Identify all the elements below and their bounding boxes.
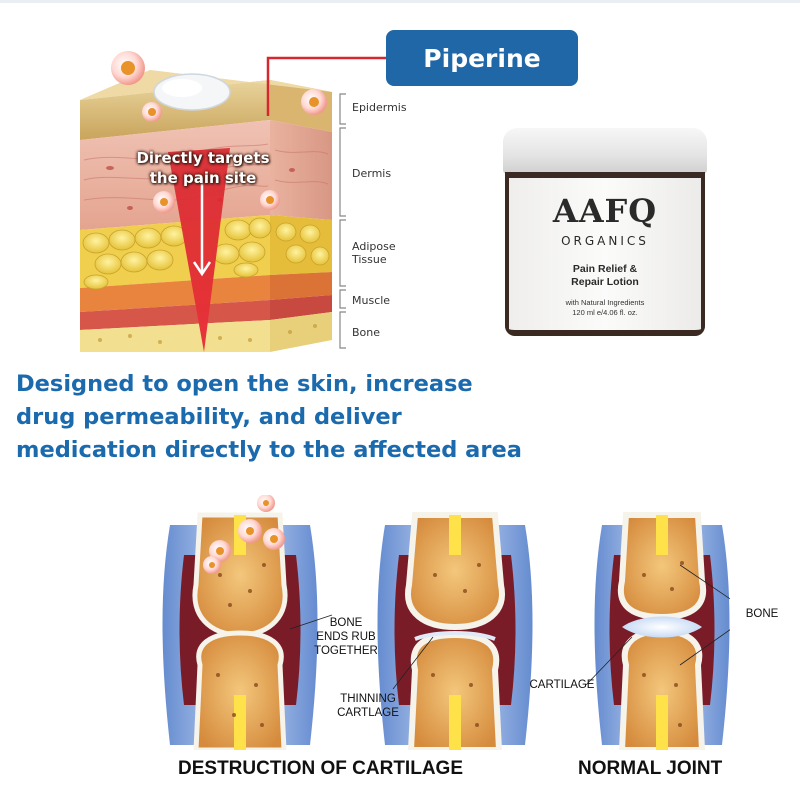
headline-line1: Designed to open the skin, increase: [16, 371, 473, 397]
label-bone-ends-line1: BONE: [329, 617, 363, 629]
joint-illustrations: [162, 495, 730, 750]
layer-label-epidermis: Epidermis: [352, 101, 407, 114]
product-brand: AAFQ: [552, 192, 658, 230]
label-cartilage: CARTILAGE: [529, 679, 595, 691]
jar-body: [505, 178, 705, 336]
skin-cross-section-illustration: [80, 51, 388, 352]
product-name-line1: Pain Relief &: [572, 263, 638, 275]
joint-damaged: [162, 495, 333, 750]
piperine-badge: Piperine: [386, 30, 578, 86]
headline: Designed to open the skin, increase drug…: [16, 368, 576, 467]
label-thinning-line1: THINNING: [340, 693, 396, 705]
joint-thinning: [377, 512, 533, 750]
headline-line2: drug permeability, and deliver: [16, 404, 402, 430]
label-thinning-line2: CARTLAGE: [337, 707, 399, 719]
product-name-line2: Repair Lotion: [571, 276, 639, 288]
caption-destruction-of-cartilage: DESTRUCTION OF CARTILAGE: [178, 758, 463, 779]
headline-line3: medication directly to the affected area: [16, 437, 522, 463]
layer-label-muscle: Muscle: [352, 294, 391, 307]
label-bone-ends-rub: BONE ENDS RUB TOGETHER: [306, 616, 386, 658]
target-callout-line1: Directly targets: [136, 149, 270, 167]
top-divider: [0, 0, 800, 3]
label-bone-ends-line2: ENDS RUB: [316, 631, 376, 643]
layer-label-dermis: Dermis: [352, 167, 392, 180]
layer-label-adipose: Adipose Tissue: [352, 240, 396, 266]
layer-brackets: [339, 93, 346, 349]
jar-rim: [505, 172, 705, 180]
target-callout: Directly targets the pain site: [118, 148, 288, 188]
product-jar: AAFQ ORGANICS Pain Relief & Repair Lotio…: [503, 128, 707, 338]
label-bone: BONE: [745, 608, 779, 620]
product-detail-line2: 120 ml e/4.06 fl. oz.: [572, 308, 638, 317]
product-name: Pain Relief & Repair Lotion: [503, 263, 707, 289]
product-brand-sub: ORGANICS: [561, 234, 649, 248]
joint-normal: [585, 512, 730, 750]
product-details: with Natural Ingredients 120 ml e/4.06 f…: [503, 298, 707, 318]
jar-lid: [503, 128, 707, 174]
layer-label-bone: Bone: [352, 326, 381, 339]
label-thinning-cartilage: THINNING CARTLAGE: [326, 692, 410, 720]
target-callout-line2: the pain site: [149, 169, 257, 187]
product-detail-line1: with Natural Ingredients: [565, 298, 645, 307]
label-bone-ends-line3: TOGETHER: [314, 645, 378, 657]
caption-normal-joint: NORMAL JOINT: [578, 758, 723, 779]
